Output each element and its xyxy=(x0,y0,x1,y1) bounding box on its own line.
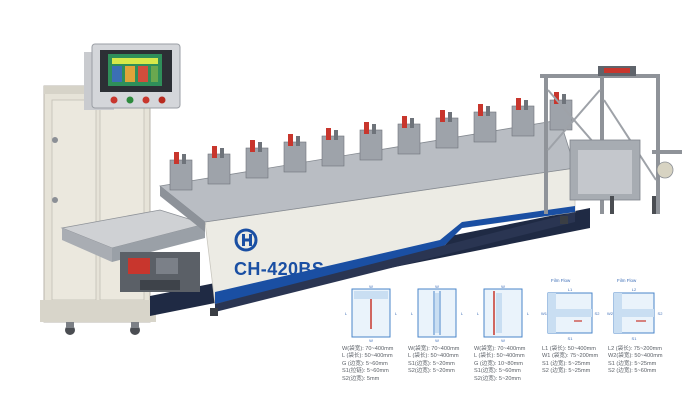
spec-line: S2 (边宽): 5~60mm xyxy=(608,368,657,375)
svg-text:L2: L2 xyxy=(632,287,637,292)
sealing-station xyxy=(511,98,535,137)
svg-text:L: L xyxy=(477,311,480,316)
spec-list-three-side: W(袋宽): 70~400mm L (袋长): 50~400mm G (边宽):… xyxy=(342,346,393,383)
spec-line: W(袋宽): 70~400mm xyxy=(474,346,526,352)
spec-line: S2(边宽): 5~20mm xyxy=(474,375,521,382)
svg-text:S1: S1 xyxy=(632,336,638,341)
blue-stripe xyxy=(215,206,575,304)
spec-line: S1(边宽): 5~60mm xyxy=(474,368,521,375)
bag-diagram-t-seal-1: L1 W1 S1 S2 xyxy=(540,285,602,343)
flow-label: Film Flow xyxy=(551,278,571,283)
svg-text:S1: S1 xyxy=(568,336,574,341)
svg-text:L: L xyxy=(411,311,414,316)
spec-line: G (边宽): 5~60mm xyxy=(342,360,388,367)
sealing-station xyxy=(169,152,193,191)
sealing-station xyxy=(549,92,573,131)
spec-line: W2(袋宽): 50~400mm xyxy=(608,353,663,360)
spec-line: W1 (袋宽): 75~200mm xyxy=(542,353,599,360)
station-columns xyxy=(169,92,573,191)
sealing-station xyxy=(435,110,459,149)
spec-line: S1 (边宽): 5~25mm xyxy=(608,360,657,367)
svg-text:L: L xyxy=(395,311,398,316)
spec-line: S2(边宽): 5~20mm xyxy=(408,368,455,375)
svg-text:W: W xyxy=(501,285,505,289)
model-label: CH-420BS xyxy=(234,259,325,279)
spec-line: L1 (袋长): 50~400mm xyxy=(542,346,596,352)
logo-text: CH xyxy=(234,228,236,229)
spec-line: G (边宽): 10~80mm xyxy=(474,360,523,367)
sealing-station xyxy=(397,116,421,155)
spec-list-side-zip: W(袋宽): 70~400mm L (袋长): 50~400mm G (边宽):… xyxy=(474,346,525,383)
spec-line: L (袋长): 50~400mm xyxy=(342,353,393,360)
start-button xyxy=(126,96,134,104)
svg-text:W: W xyxy=(369,285,373,289)
spec-line: S2 (边宽): 5~25mm xyxy=(542,368,591,375)
spec-line: S2(边宽): 5mm xyxy=(342,375,380,382)
spec-line: W(袋宽): 70~400mm xyxy=(408,346,460,352)
sealing-station xyxy=(321,128,345,167)
spec-list-center-zip: W(袋宽): 70~400mm L (袋长): 50~400mm S1(边宽):… xyxy=(408,346,459,376)
sealing-station xyxy=(245,140,269,179)
unwind-frame xyxy=(540,66,682,214)
svg-text:L1: L1 xyxy=(568,287,573,292)
spec-line: S1(拉链): 5~60mm xyxy=(342,368,389,375)
svg-text:L: L xyxy=(527,311,530,316)
spec-line: W(袋宽): 70~400mm xyxy=(342,346,394,352)
svg-text:W: W xyxy=(435,285,439,289)
sealing-station xyxy=(207,146,231,185)
svg-text:W: W xyxy=(369,338,373,343)
svg-text:L: L xyxy=(461,311,464,316)
svg-text:W: W xyxy=(435,338,439,343)
svg-text:W: W xyxy=(501,338,505,343)
sealing-station xyxy=(283,134,307,173)
svg-text:S2: S2 xyxy=(658,311,664,316)
spec-line: S1 (边宽): 5~25mm xyxy=(542,360,591,367)
spec-line: L2 (袋长): 75~200mm xyxy=(608,346,662,352)
flow-label: Film Flow xyxy=(617,278,637,283)
stop-button xyxy=(142,96,150,104)
svg-text:W1: W1 xyxy=(541,311,548,316)
brand-logo: CH xyxy=(234,228,258,252)
spec-list-t-seal-2: L2 (袋长): 75~200mm W2(袋宽): 50~400mm S1 (边… xyxy=(608,346,663,376)
spec-line: L (袋长): 50~400mm xyxy=(408,353,459,360)
sealing-station xyxy=(473,104,497,143)
bag-diagram-center-zip: W L W L xyxy=(406,285,468,343)
svg-text:S2: S2 xyxy=(595,311,601,316)
bag-diagram-three-side: W L W L xyxy=(340,285,402,343)
spec-line: S1(边宽): 5~20mm xyxy=(408,360,455,367)
sealing-station xyxy=(359,122,383,161)
svg-text:W2: W2 xyxy=(607,311,614,316)
bag-diagram-t-seal-2: L2 W2 S1 S2 xyxy=(606,285,668,343)
spec-list-t-seal-1: L1 (袋长): 50~400mm W1 (袋宽): 75~200mm S1 (… xyxy=(542,346,598,376)
power-switch xyxy=(110,96,118,104)
emergency-stop xyxy=(158,96,166,104)
hmi-panel xyxy=(91,43,181,109)
svg-text:L: L xyxy=(345,311,348,316)
spec-line: L (袋长): 50~400mm xyxy=(474,353,525,360)
bag-diagram-side-zip: W L W L xyxy=(472,285,534,343)
